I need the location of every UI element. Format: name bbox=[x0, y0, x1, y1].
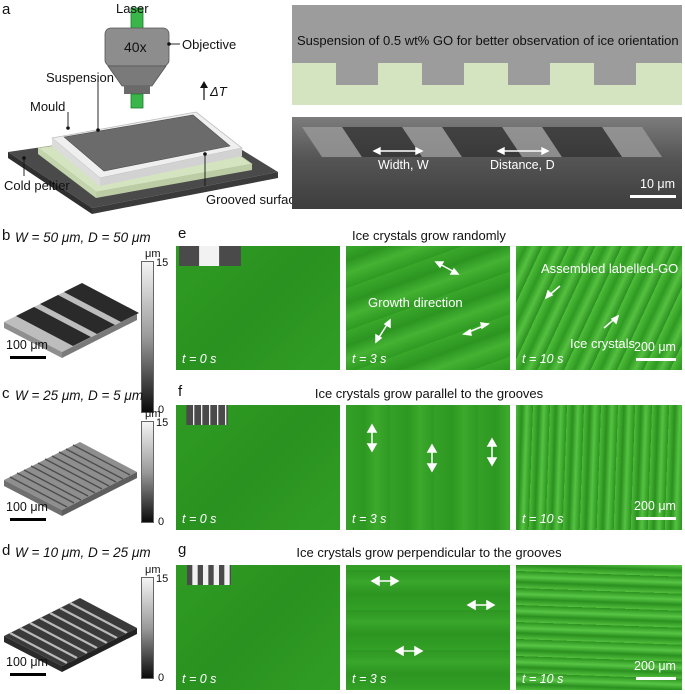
objective-label: Objective bbox=[182, 37, 237, 52]
distance-label: Distance, D bbox=[490, 158, 555, 172]
row2-t2-label: t = 10 s bbox=[522, 512, 564, 526]
row1-topography-3d bbox=[4, 283, 139, 358]
row1-colorbar-min: 0 bbox=[158, 404, 165, 416]
row3-param: W = 10 μm, D = 25 μm bbox=[15, 545, 151, 560]
row3-colorbar-unit: μm bbox=[145, 564, 161, 576]
row3-t1-label: t = 3 s bbox=[352, 672, 387, 686]
row1-assembled-go-label: Assembled labelled-GO bbox=[541, 261, 679, 276]
row2-frame-t1: t = 3 s bbox=[346, 405, 510, 530]
row2-colorbar-max: 15 bbox=[156, 417, 169, 429]
row1-frame-t2: Assembled labelled-GO Ice crystals t = 1… bbox=[516, 246, 682, 370]
row3-3d-scalebar bbox=[10, 673, 46, 676]
row1-colorbar bbox=[141, 261, 154, 413]
panel-label-e: e bbox=[178, 225, 187, 242]
row1-scalebar bbox=[636, 358, 676, 361]
panel-label-b: b bbox=[2, 227, 11, 244]
panel-label-d: d bbox=[2, 542, 11, 559]
row2-3d-scale-label: 100 μm bbox=[6, 500, 48, 514]
row1-colorbar-unit: μm bbox=[145, 248, 161, 260]
panel-label-c: c bbox=[2, 385, 10, 402]
row3-t2-label: t = 10 s bbox=[522, 672, 564, 686]
row1-title: Ice crystals grow randomly bbox=[352, 228, 506, 243]
panel-label-f: f bbox=[178, 383, 183, 400]
cross-section-schematic: Suspension of 0.5 wt% GO for better obse… bbox=[292, 5, 682, 105]
row2-colorbar-min: 0 bbox=[158, 516, 165, 528]
suspension-label: Suspension bbox=[46, 70, 114, 85]
row2-scalebar bbox=[636, 517, 676, 520]
row2-param: W = 25 μm, D = 5 μm bbox=[15, 388, 144, 403]
row3-title: Ice crystals grow perpendicular to the g… bbox=[296, 545, 562, 560]
cross-section-banner: Suspension of 0.5 wt% GO for better obse… bbox=[297, 33, 679, 48]
grooved-surface-label: Grooved surface bbox=[206, 192, 303, 207]
row1-3d-scalebar bbox=[10, 356, 46, 359]
row1-frame-t1: Growth direction t = 3 s bbox=[346, 246, 510, 370]
cold-peltier-label: Cold peltier bbox=[4, 178, 70, 193]
row3-frame-t1: t = 3 s bbox=[346, 565, 510, 690]
row1-ice-crystals-label: Ice crystals bbox=[570, 336, 636, 351]
width-label: Width, W bbox=[378, 158, 429, 172]
row1-colorbar-max: 15 bbox=[156, 257, 169, 269]
sem-scalebar bbox=[630, 195, 676, 198]
row2-scale-label: 200 μm bbox=[634, 499, 676, 513]
row2-t1-label: t = 3 s bbox=[352, 512, 387, 526]
row3-frame-t0: t = 0 s bbox=[176, 565, 340, 690]
row2-frame-t0: t = 0 s bbox=[176, 405, 340, 530]
row2-frame-t2: t = 10 s 200 μm bbox=[516, 405, 682, 530]
row2-topography-3d bbox=[4, 442, 137, 516]
row3-scalebar bbox=[636, 677, 676, 680]
row3-groove-inset bbox=[187, 565, 231, 585]
row3-scale-label: 200 μm bbox=[634, 659, 676, 673]
sem-scale-label: 10 μm bbox=[640, 177, 675, 191]
row1-param: W = 50 μm, D = 50 μm bbox=[15, 230, 151, 245]
setup-schematic bbox=[8, 7, 278, 214]
row1-t1-label: t = 3 s bbox=[352, 352, 387, 366]
sem-image: Width, W Distance, D 10 μm bbox=[292, 117, 682, 209]
row3-frame-t2: t = 10 s 200 μm bbox=[516, 565, 682, 690]
row1-groove-inset bbox=[179, 246, 241, 266]
row1-growth-direction-label: Growth direction bbox=[368, 295, 463, 310]
row3-topography-3d bbox=[4, 598, 137, 672]
row2-colorbar-unit: μm bbox=[145, 408, 161, 420]
row2-colorbar bbox=[141, 421, 154, 523]
row3-t0-label: t = 0 s bbox=[182, 672, 217, 686]
row1-t2-label: t = 10 s bbox=[522, 352, 564, 366]
panel-label-g: g bbox=[178, 541, 187, 558]
row1-frame-t0: t = 0 s bbox=[176, 246, 340, 370]
row2-t0-label: t = 0 s bbox=[182, 512, 217, 526]
row3-colorbar-min: 0 bbox=[158, 672, 165, 684]
row2-3d-scalebar bbox=[10, 518, 46, 521]
row3-colorbar-max: 15 bbox=[156, 573, 169, 585]
panel-label-a: a bbox=[2, 1, 11, 18]
laser-label: Laser bbox=[116, 1, 149, 16]
row2-title: Ice crystals grow parallel to the groove… bbox=[314, 386, 544, 401]
row1-3d-scale-label: 100 μm bbox=[6, 338, 48, 352]
row2-groove-inset bbox=[186, 405, 228, 425]
mould-label: Mould bbox=[30, 99, 66, 114]
row1-t0-label: t = 0 s bbox=[182, 352, 217, 366]
delta-t-label: ΔT bbox=[210, 84, 227, 99]
row1-scale-label: 200 μm bbox=[634, 340, 676, 354]
row3-colorbar bbox=[141, 577, 154, 679]
row3-3d-scale-label: 100 μm bbox=[6, 655, 48, 669]
objective-mag-label: 40x bbox=[124, 39, 147, 55]
